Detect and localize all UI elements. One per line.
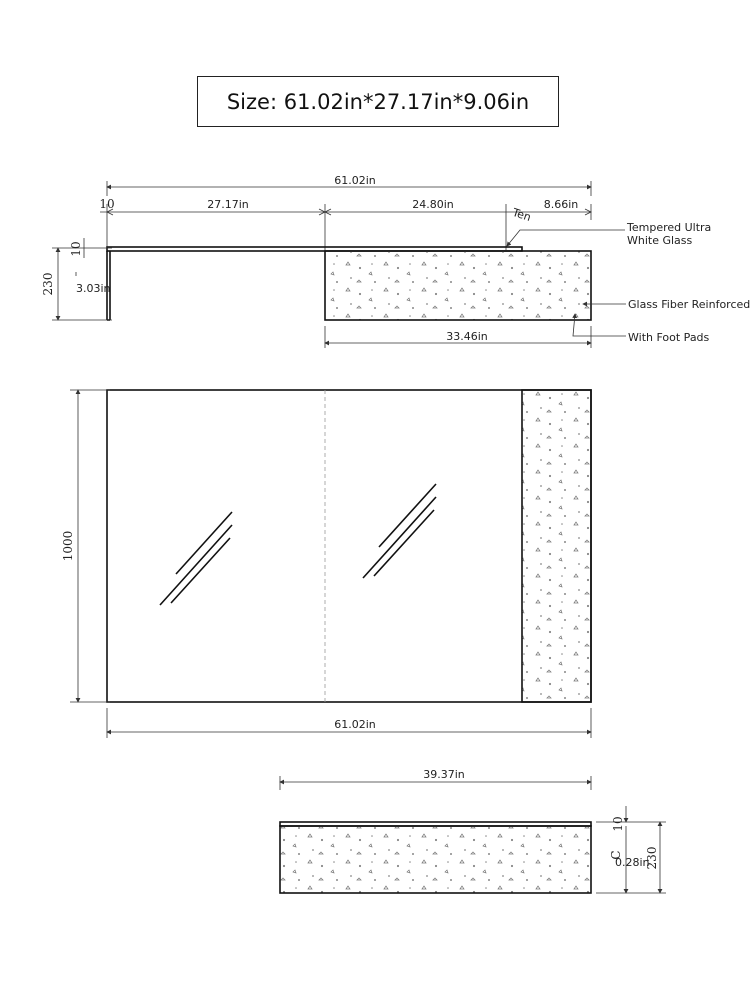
dim-bottom: 33.46in bbox=[446, 330, 488, 343]
dim-side-c: C bbox=[609, 850, 623, 859]
callout-leader-pads bbox=[572, 313, 626, 337]
fiber-cabinet-front bbox=[521, 389, 592, 703]
dim-side-thickness: 10 bbox=[611, 816, 625, 831]
ten-label: Ten bbox=[510, 206, 533, 224]
dim-thickness-top: 10 bbox=[69, 241, 83, 256]
dim-side-height: 230 bbox=[645, 847, 659, 870]
front-view: 1000 61.02in bbox=[61, 389, 592, 738]
title-box: Size: 61.02in*27.17in*9.06in bbox=[197, 76, 559, 127]
front-outline bbox=[106, 389, 592, 703]
callout-leader-glass bbox=[506, 229, 625, 247]
glass-reflection-right bbox=[362, 483, 437, 579]
dim-front-width: 61.02in bbox=[334, 718, 376, 731]
dim-overall-top: 61.02in bbox=[334, 174, 376, 187]
dim-front-height: 1000 bbox=[61, 531, 75, 562]
fiber-cabinet-top bbox=[324, 250, 592, 321]
dim-leg-height: 3.03in bbox=[76, 282, 111, 295]
callout-glass-line2: White Glass bbox=[627, 234, 693, 247]
side-view: 39.37in 10 C 0.28in 230 bbox=[279, 768, 666, 894]
dim-seg3: 8.66in bbox=[544, 198, 579, 211]
glass-reflection-left bbox=[159, 511, 233, 606]
dim-height-top: 230 bbox=[41, 273, 55, 296]
side-fiber-body bbox=[279, 825, 592, 894]
dim-seg2: 24.80in bbox=[412, 198, 454, 211]
dim-small-left: 10 bbox=[99, 197, 114, 211]
dim-side-width: 39.37in bbox=[423, 768, 465, 781]
callout-pads: With Foot Pads bbox=[628, 331, 710, 344]
glass-top-profile bbox=[106, 246, 523, 252]
top-view: 61.02in 10 27.17in 24.80in 8.66in Ten 23… bbox=[41, 174, 750, 348]
title-text: Size: 61.02in*27.17in*9.06in bbox=[226, 89, 530, 114]
dim-seg1: 27.17in bbox=[207, 198, 249, 211]
callout-fiber: Glass Fiber Reinforced bbox=[628, 298, 750, 311]
callout-glass-line1: Tempered Ultra bbox=[626, 221, 711, 234]
dim-side-inner: 0.28in bbox=[615, 856, 650, 869]
